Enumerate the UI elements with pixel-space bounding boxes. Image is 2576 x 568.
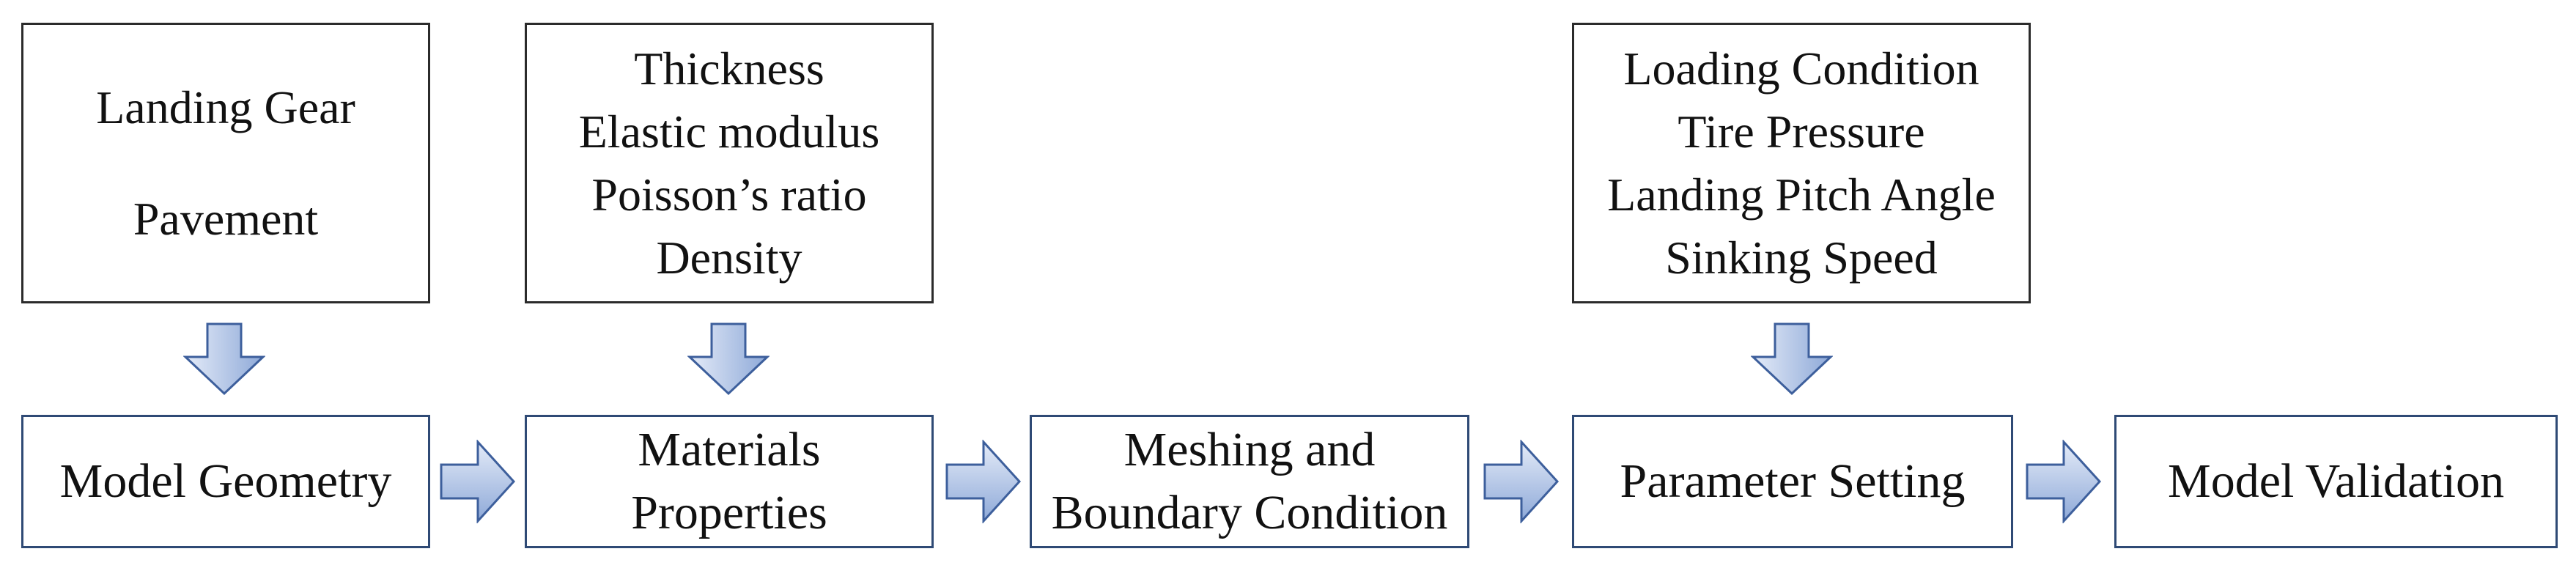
right-arrow-icon-1 <box>440 440 516 523</box>
step-parameter-setting: Parameter Setting <box>1572 415 2013 548</box>
step-materials-properties-line1: Materials <box>638 423 821 476</box>
material-input-poissons-ratio: Poisson’s ratio <box>591 168 867 221</box>
down-arrow-icon-parameters <box>1751 322 1833 396</box>
right-arrow-icon-2 <box>945 440 1022 523</box>
material-input-thickness: Thickness <box>634 42 824 95</box>
material-inputs-box: Thickness Elastic modulus Poisson’s rati… <box>525 23 934 303</box>
parameter-inputs-box: Loading Condition Tire Pressure Landing … <box>1572 23 2031 303</box>
step-materials-properties: Materials Properties <box>525 415 934 548</box>
geometry-input-pavement: Pavement <box>133 192 319 245</box>
step-meshing-boundary-line2: Boundary Condition <box>1051 486 1448 539</box>
step-meshing-boundary-line1: Meshing and <box>1123 423 1376 476</box>
step-model-geometry-label: Model Geometry <box>59 454 392 508</box>
material-input-density: Density <box>656 231 802 284</box>
geometry-input-landing-gear: Landing Gear <box>96 81 355 133</box>
step-meshing-boundary: Meshing and Boundary Condition <box>1030 415 1469 548</box>
step-model-validation-label: Model Validation <box>2168 454 2504 508</box>
step-parameter-setting-label: Parameter Setting <box>1620 454 1966 508</box>
step-model-validation: Model Validation <box>2114 415 2558 548</box>
geometry-inputs-box: Landing Gear Pavement <box>21 23 430 303</box>
step-model-geometry: Model Geometry <box>21 415 430 548</box>
parameter-input-loading-condition: Loading Condition <box>1623 42 1979 95</box>
right-arrow-icon-3 <box>1483 440 1560 523</box>
parameter-input-sinking-speed: Sinking Speed <box>1665 231 1938 284</box>
material-input-elastic-modulus: Elastic modulus <box>578 105 880 158</box>
parameter-input-tire-pressure: Tire Pressure <box>1678 105 1925 158</box>
right-arrow-icon-4 <box>2026 440 2102 523</box>
parameter-input-landing-pitch-angle: Landing Pitch Angle <box>1607 168 1996 221</box>
down-arrow-icon-material <box>687 322 770 396</box>
down-arrow-icon-geometry <box>183 322 265 396</box>
step-materials-properties-line2: Properties <box>631 486 827 539</box>
